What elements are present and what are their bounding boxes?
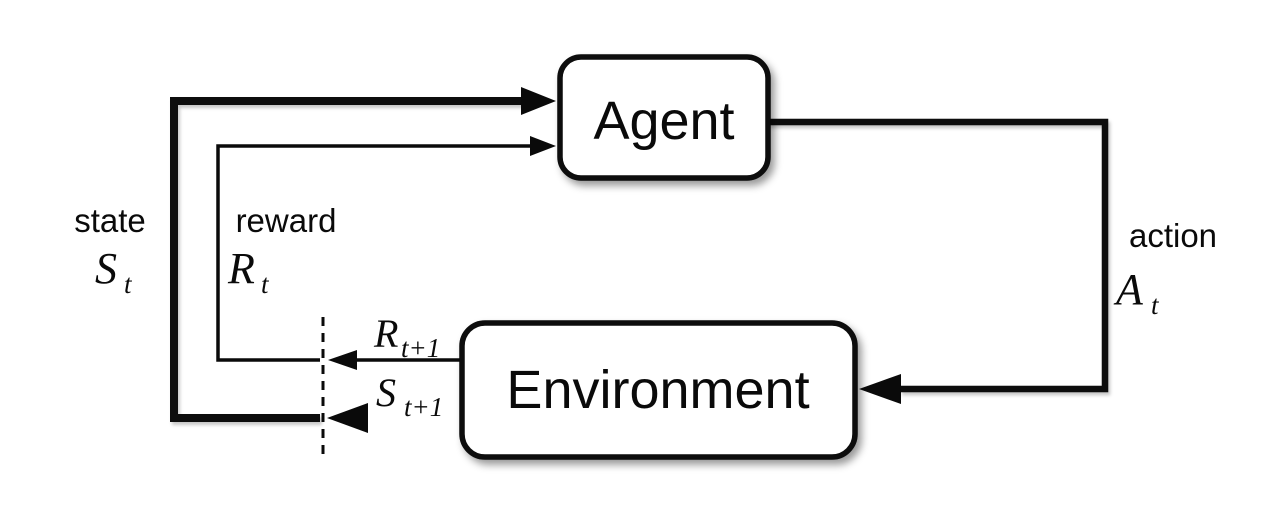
action-arrowhead (859, 374, 901, 404)
reward-symbol-subscript: t (261, 269, 270, 299)
next-state-arrowhead (327, 403, 368, 433)
reward-word-label: reward (236, 202, 337, 239)
state-arrowhead (521, 87, 556, 115)
state-wire (170, 97, 522, 422)
state-symbol: S (95, 244, 117, 293)
action-wire (768, 118, 1109, 393)
next-state-symbol-subscript: t+1 (404, 392, 443, 422)
agent-box (557, 54, 771, 181)
next-reward-arrowhead (328, 350, 357, 370)
reward-wire (216, 144, 531, 362)
action-word-label: action (1129, 217, 1217, 254)
next-reward-symbol: R (373, 311, 398, 356)
state-symbol-subscript: t (124, 269, 133, 299)
next-reward-symbol-subscript: t+1 (401, 333, 440, 363)
next-state-symbol: S (376, 370, 396, 415)
action-symbol: A (1113, 265, 1144, 314)
agent-label: Agent (593, 91, 734, 151)
state-word-label: state (74, 202, 146, 239)
reward-arrowhead (530, 136, 556, 156)
reward-symbol: R (227, 244, 255, 293)
environment-label: Environment (506, 360, 809, 420)
action-symbol-subscript: t (1151, 290, 1160, 320)
environment-box (459, 320, 858, 460)
